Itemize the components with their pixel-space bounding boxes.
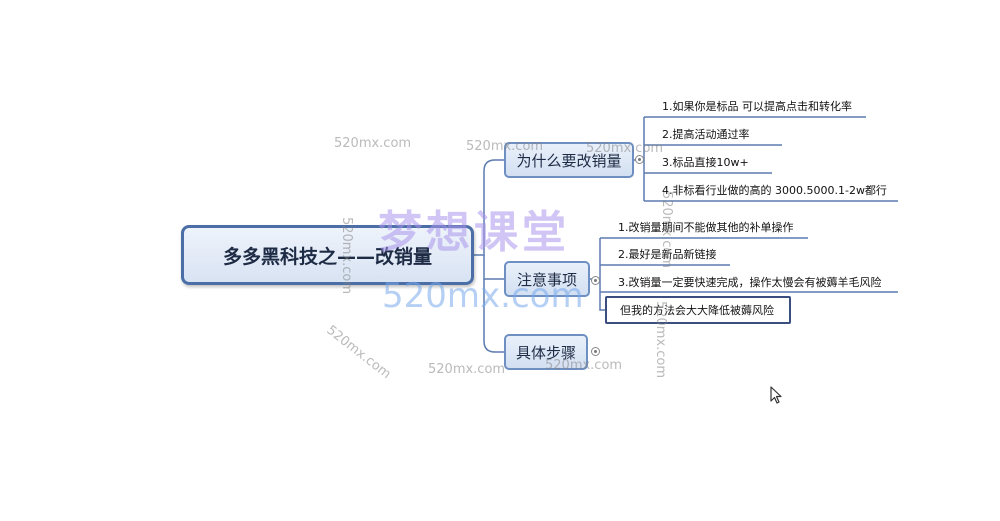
branch-label: 为什么要改销量 bbox=[516, 151, 622, 170]
branch-specific-steps[interactable]: 具体步骤 bbox=[504, 334, 588, 370]
root-topic[interactable]: 多多黑科技之——改销量 bbox=[181, 225, 474, 285]
connector-root-to-steps bbox=[483, 279, 504, 353]
leaf-topic[interactable]: 2.最好是新品新链接 bbox=[618, 248, 717, 261]
connector-root-to-why bbox=[474, 159, 504, 256]
leaf-topic[interactable]: 3.改销量一定要快速完成，操作太慢会有被薅羊毛风险 bbox=[618, 276, 882, 289]
expand-toggle-icon[interactable] bbox=[591, 347, 600, 356]
branch-label: 注意事项 bbox=[516, 270, 577, 289]
collapse-toggle-icon[interactable] bbox=[635, 155, 644, 164]
connector-note-box bbox=[599, 292, 605, 311]
branch-label: 具体步骤 bbox=[515, 343, 576, 362]
branch-precautions[interactable]: 注意事项 bbox=[504, 261, 590, 297]
root-topic-label: 多多黑科技之——改销量 bbox=[222, 245, 432, 268]
leaf-topic[interactable]: 1.如果你是标品 可以提高点击和转化率 bbox=[662, 100, 852, 113]
selected-subtopic[interactable]: 但我的方法会大大降低被薅风险 bbox=[605, 296, 791, 324]
watermark-url: 520mx.com bbox=[382, 276, 584, 316]
subtopic-label: 但我的方法会大大降低被薅风险 bbox=[620, 304, 774, 317]
leaf-topic[interactable]: 1.改销量期间不能做其他的补单操作 bbox=[618, 221, 794, 234]
leaf-topic[interactable]: 3.标品直接10w+ bbox=[662, 156, 749, 169]
leaf-topic[interactable]: 2.提高活动通过率 bbox=[662, 128, 750, 141]
watermark-title: 梦想课堂 bbox=[378, 207, 570, 258]
collapse-toggle-icon[interactable] bbox=[591, 276, 600, 285]
mouse-cursor-icon bbox=[770, 386, 782, 404]
branch-why-change-sales[interactable]: 为什么要改销量 bbox=[504, 142, 634, 178]
leaf-topic[interactable]: 4.非标看行业做的高的 3000.5000.1-2w都行 bbox=[662, 184, 887, 197]
